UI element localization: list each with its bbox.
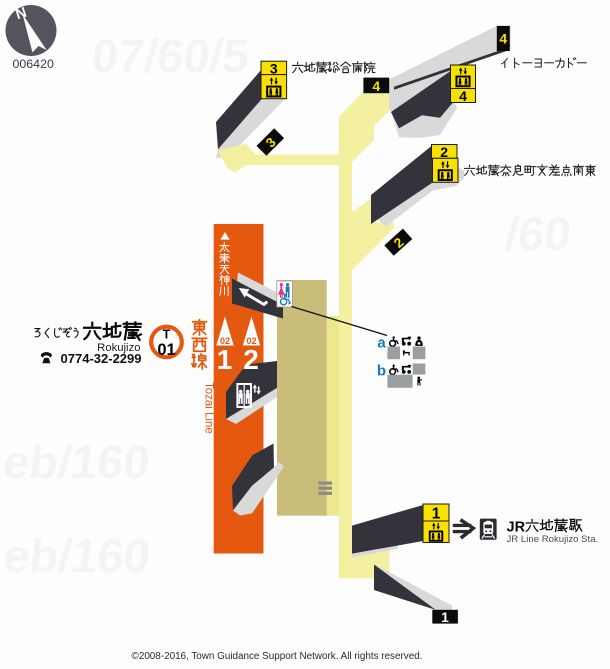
svg-text:2: 2 <box>440 144 448 160</box>
svg-text:JR: JR <box>507 520 526 536</box>
svg-text:eb/160: eb/160 <box>1 435 153 488</box>
svg-text:b: b <box>377 363 386 380</box>
svg-text:eb/160: eb/160 <box>1 529 153 582</box>
svg-text:02: 02 <box>220 336 230 346</box>
svg-text:JR Line Rokujizo Sta.: JR Line Rokujizo Sta. <box>507 534 599 545</box>
svg-text:4: 4 <box>459 88 467 104</box>
svg-text:/60: /60 <box>503 207 574 260</box>
svg-text:07/60/5: 07/60/5 <box>89 29 251 82</box>
svg-text:Tozai Line: Tozai Line <box>203 382 215 434</box>
svg-text:Rokujizo: Rokujizo <box>97 342 140 354</box>
svg-text:3: 3 <box>270 60 278 76</box>
svg-text:1: 1 <box>217 344 233 375</box>
svg-text:©2008-2016, Town Guidance Supp: ©2008-2016, Town Guidance Support Networ… <box>132 651 423 662</box>
svg-text:2: 2 <box>243 344 259 375</box>
svg-text:1: 1 <box>441 609 449 625</box>
svg-text:1: 1 <box>432 506 441 523</box>
svg-text:N: N <box>14 5 29 23</box>
svg-text:a: a <box>377 335 386 352</box>
svg-text:4: 4 <box>372 78 380 94</box>
svg-text:T: T <box>163 328 171 342</box>
svg-text:02: 02 <box>246 336 256 346</box>
svg-text:4: 4 <box>499 31 507 47</box>
svg-text:01: 01 <box>157 341 175 359</box>
svg-text:006420: 006420 <box>13 57 54 71</box>
svg-text:0774-32-2299: 0774-32-2299 <box>61 351 142 366</box>
